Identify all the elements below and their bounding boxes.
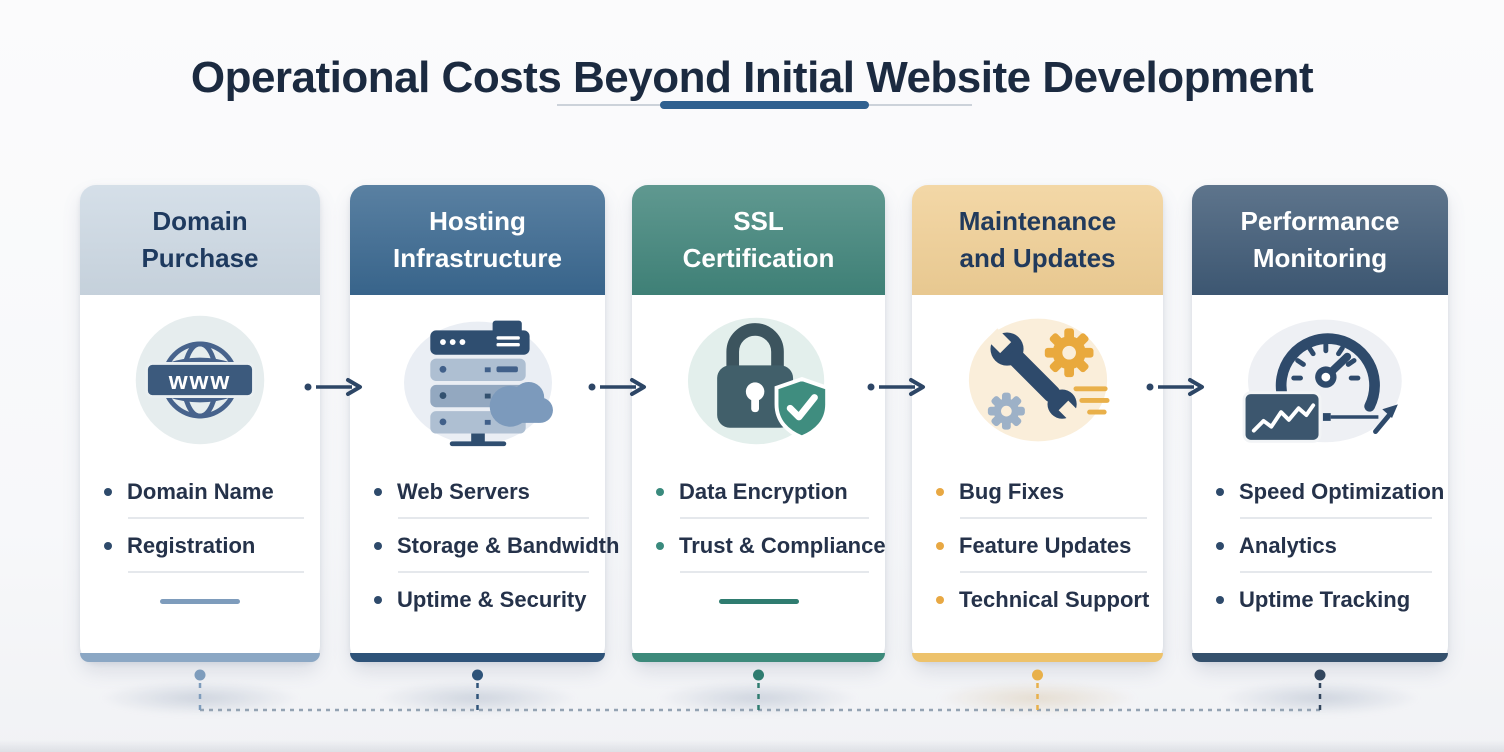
item-label: Bug Fixes (959, 479, 1065, 504)
item-list: Domain Name Registration (80, 465, 320, 573)
item-label: Web Servers (397, 479, 530, 504)
item-label: Registration (127, 533, 256, 558)
item-label: Domain Name (127, 479, 274, 504)
bullet-dot (936, 542, 944, 550)
icon-area: www (80, 295, 320, 465)
item-list: Data Encryption Trust & Compliance (632, 465, 886, 573)
list-item: Uptime Tracking (1216, 573, 1434, 627)
list-item: Web Servers (374, 465, 591, 519)
bullet-dot (374, 596, 382, 604)
list-item: Uptime & Security (374, 573, 591, 627)
globe-www-icon: www (135, 315, 265, 445)
item-label: Uptime & Security (397, 587, 587, 612)
icon-area (912, 295, 1163, 465)
icon-area (632, 295, 885, 465)
item-label: Feature Updates (959, 533, 1132, 558)
list-item: Trust & Compliance (656, 519, 886, 573)
item-label: Storage & Bandwidth (397, 533, 620, 558)
list-item: Registration (104, 519, 306, 573)
list-item: Technical Support (936, 573, 1149, 627)
connector-node (194, 669, 206, 710)
card-title: Domain Purchase (141, 206, 259, 273)
card-header-performance-monitoring: Performance Monitoring (1192, 185, 1448, 295)
flow-arrow-icon (304, 378, 362, 396)
item-label: Uptime Tracking (1239, 587, 1411, 612)
bottom-connector-line (194, 669, 1326, 712)
list-item: Feature Updates (936, 519, 1149, 573)
card-header-ssl-certification: SSL Certification (632, 185, 885, 295)
item-label: Speed Optimization (1239, 479, 1445, 504)
bullet-dot (104, 488, 112, 496)
icon-area (350, 295, 605, 465)
bullet-dot (936, 488, 944, 496)
connector-node (1032, 669, 1043, 710)
bullet-dot (1216, 542, 1224, 550)
item-list: Speed Optimization Analytics Uptime Trac… (1192, 465, 1448, 627)
item-label: Analytics (1239, 533, 1337, 558)
connector-node (472, 669, 483, 710)
flow-arrow-icon (588, 378, 646, 396)
item-list: Bug Fixes Feature Updates Technical Supp… (912, 465, 1163, 627)
card-accent-line (718, 599, 799, 604)
card-ssl-certification: SSL Certification Data Encryption Trust … (632, 185, 886, 662)
list-item: Storage & Bandwidth (374, 519, 619, 573)
item-label: Technical Support (959, 587, 1150, 612)
card-maintenance-updates: Maintenance and Updates (912, 185, 1163, 662)
title-divider (557, 101, 972, 109)
page-title: Operational Costs Beyond Initial Website… (190, 53, 1314, 103)
bullet-dot (374, 488, 382, 496)
list-item: Data Encryption (656, 465, 871, 519)
flow-arrow-icon (867, 378, 925, 396)
lock-shield-icon (687, 317, 829, 445)
card-title: Hosting Infrastructure (392, 206, 563, 273)
card-hosting-infrastructure: Hosting Infrastructure Web Server (350, 185, 619, 662)
icon-area (1192, 295, 1448, 465)
connector-node (753, 669, 764, 710)
item-label: Trust & Compliance (679, 533, 886, 558)
list-item: Bug Fixes (936, 465, 1149, 519)
connector-node (1314, 669, 1326, 710)
bullet-dot (656, 488, 664, 496)
gauge-analytics-icon (1242, 319, 1402, 443)
card-performance-monitoring: Performance Monitoring (1192, 185, 1448, 662)
server-cloud-icon (403, 320, 553, 447)
flow-arrow-icon (1146, 378, 1204, 396)
card-domain-purchase: Domain Purchase www Domain Name Registra… (80, 185, 320, 662)
list-item: Analytics (1216, 519, 1434, 573)
bullet-dot (656, 542, 664, 550)
item-list: Web Servers Storage & Bandwidth Uptime &… (350, 465, 619, 627)
card-title: Performance Monitoring (1240, 206, 1400, 273)
bullet-dot (104, 542, 112, 550)
bullet-dot (1216, 488, 1224, 496)
www-label: www (168, 368, 232, 395)
wrench-gears-icon (968, 318, 1110, 442)
bullet-dot (374, 542, 382, 550)
item-label: Data Encryption (679, 479, 848, 504)
card-title: SSL Certification (682, 206, 835, 273)
bullet-dot (1216, 596, 1224, 604)
card-accent-line (160, 599, 240, 604)
card-header-hosting-infrastructure: Hosting Infrastructure (350, 185, 605, 295)
card-title: Maintenance and Updates (958, 206, 1117, 273)
title-divider-accent (660, 101, 869, 109)
bullet-dot (936, 596, 944, 604)
card-header-maintenance-updates: Maintenance and Updates (912, 185, 1163, 295)
card-header-domain-purchase: Domain Purchase (80, 185, 320, 295)
list-item: Domain Name (104, 465, 306, 519)
list-item: Speed Optimization (1216, 465, 1444, 519)
